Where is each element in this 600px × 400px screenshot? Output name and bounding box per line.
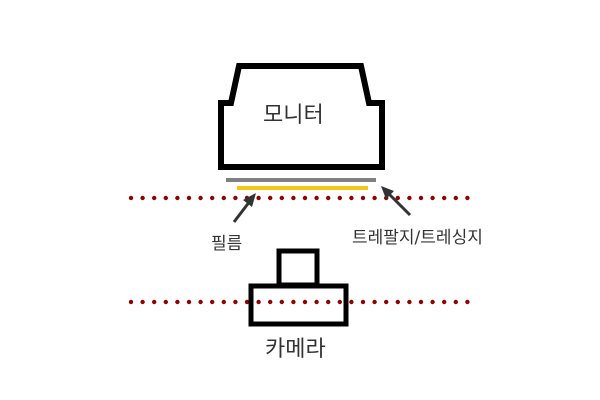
dot (430, 299, 435, 305)
camera-label: 카메라 (265, 337, 326, 362)
dot (372, 195, 377, 201)
dot (221, 195, 226, 201)
dot (302, 195, 308, 201)
dot (314, 195, 319, 201)
dot (163, 195, 168, 201)
dot (268, 195, 273, 201)
dot (442, 195, 447, 201)
dot (465, 195, 470, 201)
dot (384, 299, 389, 305)
dot (326, 299, 331, 305)
dot (221, 299, 226, 305)
dot (198, 299, 203, 305)
dot (198, 195, 203, 201)
dot (349, 299, 354, 305)
dot (186, 299, 192, 305)
dot (291, 299, 296, 305)
dot (360, 195, 366, 201)
dot (279, 299, 284, 305)
monitor-icon (218, 63, 385, 170)
lower-dotted-line (128, 299, 470, 305)
dot (256, 299, 261, 305)
dot (152, 195, 157, 201)
dot (418, 299, 424, 305)
dot (407, 299, 412, 305)
dot (337, 299, 342, 305)
dot (233, 195, 238, 201)
dot (128, 299, 134, 305)
dot (291, 195, 296, 201)
dot (442, 299, 447, 305)
camera-icon (248, 248, 349, 327)
dot (233, 299, 238, 305)
dot (175, 299, 180, 305)
dot (453, 299, 458, 305)
dot (279, 195, 284, 201)
dot (349, 195, 354, 201)
dot (210, 195, 215, 201)
monitor-label: 모니터 (263, 103, 324, 128)
tracing-paper-label: 트레팔지/트레싱지 (352, 228, 483, 248)
dot (186, 195, 192, 201)
dot (163, 299, 168, 305)
dot (360, 299, 366, 305)
dot (453, 195, 458, 201)
dot (140, 195, 145, 201)
dot (407, 195, 412, 201)
dot (256, 195, 261, 201)
dot (337, 195, 342, 201)
dot (395, 299, 400, 305)
dot (418, 195, 424, 201)
dot (175, 195, 180, 201)
dot (210, 299, 215, 305)
dot (314, 299, 319, 305)
film-arrow (232, 193, 256, 223)
dot (395, 195, 400, 201)
dot (302, 299, 308, 305)
upper-dotted-line (128, 195, 470, 201)
dot (430, 195, 435, 201)
dot (326, 195, 331, 201)
tracing-paper-arrow (381, 186, 412, 217)
dot (268, 299, 273, 305)
dot (244, 299, 250, 305)
dot (465, 299, 470, 305)
dot (152, 299, 157, 305)
dot (372, 299, 377, 305)
dot (140, 299, 145, 305)
dot (128, 195, 134, 201)
film-label: 필름 (211, 234, 243, 254)
